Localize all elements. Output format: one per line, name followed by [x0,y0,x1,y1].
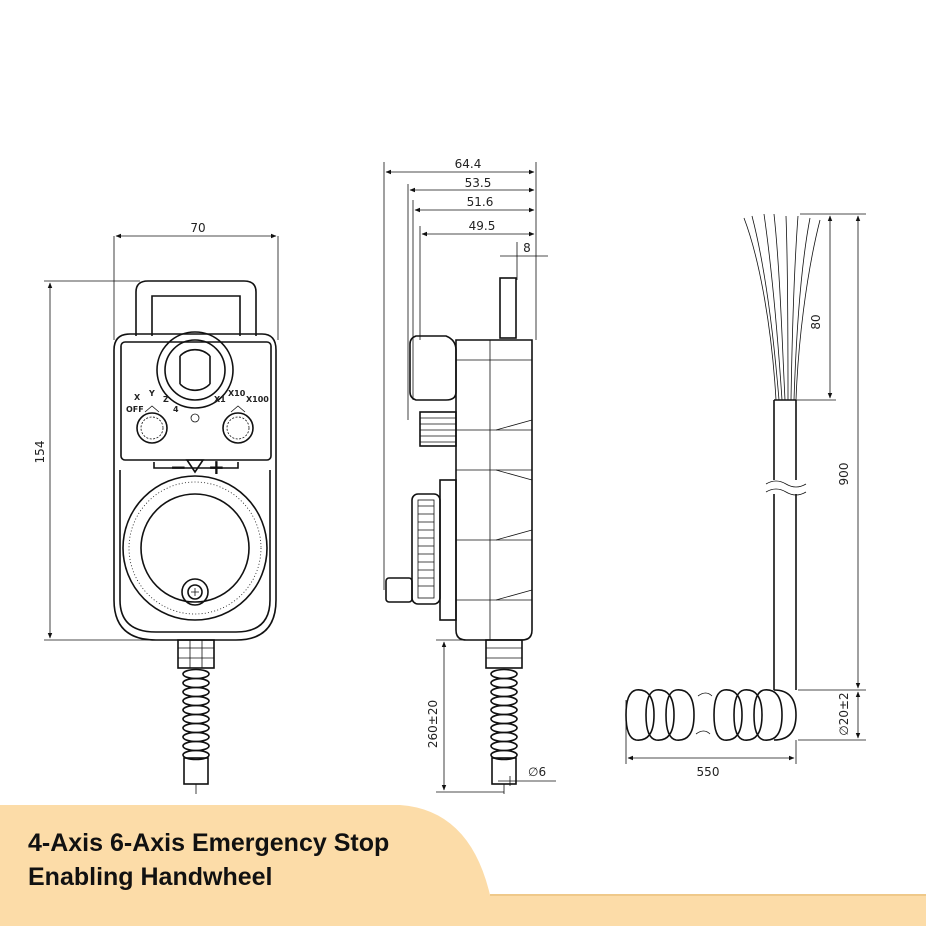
spring-coil [182,668,210,680]
coil-break-symbol [695,692,713,735]
product-title-line1: 4-Axis 6-Axis Emergency Stop [28,829,390,857]
side-handwheel [411,493,441,605]
spring-coil [182,731,210,743]
strain-relief-spring [182,668,210,761]
hanger-handle [135,280,257,336]
side-dim-64-4: 64.4 [455,157,482,171]
side-dim-8: 8 [523,241,531,255]
coil-end [773,689,797,741]
step-selector-knob[interactable] [222,405,254,444]
direction-arrow-icon [185,459,205,474]
cable-gland [177,639,215,669]
step-label-x100: X100 [246,395,269,404]
side-knob [419,411,457,447]
handwheel[interactable] [122,475,268,621]
spring-coil [490,668,518,680]
spring-coil [490,677,518,689]
side-cable-length: 260±20 [426,700,440,748]
coil-loop [753,689,783,741]
spring-coil [182,686,210,698]
coil-loop [733,689,763,741]
axis-label-4: 4 [173,405,179,414]
spring-coil [182,677,210,689]
pendant-body [113,333,277,641]
spring-coil [490,713,518,725]
side-view: 64.4 53.5 51.6 49.5 8 260±20 [383,157,556,794]
coiled-cable [625,689,797,741]
cable-end [183,757,209,785]
axis-label-off: OFF [126,405,144,414]
stripped-wires [743,213,821,401]
coil-loop [665,689,695,741]
handwheel-crank-knob[interactable] [181,578,209,606]
coil-strip-length: 80 [809,314,823,329]
coil-diameter: ∅20±2 [837,692,851,735]
spring-coil [182,740,210,752]
side-dim-53-5: 53.5 [465,176,492,190]
coil-total-length: 900 [837,463,851,486]
axis-label-z: Z [163,395,169,404]
step-label-x10: X10 [228,389,246,398]
coil-loop [645,689,675,741]
spring-coil [182,722,210,734]
side-dim-49-5: 49.5 [469,219,496,233]
spring-coil [182,749,210,761]
side-body [455,339,533,641]
spring-coil [182,695,210,707]
side-strain-relief-spring [490,668,518,761]
plus-symbol: + [208,455,225,479]
coil-loop [625,689,655,741]
spring-coil [490,731,518,743]
minus-symbol: − [170,455,187,479]
front-height-dim: 154 [33,441,47,464]
side-dim-51-6: 51.6 [467,195,494,209]
spring-coil [490,749,518,761]
spring-coil [490,695,518,707]
axis-selector-knob[interactable] [136,405,168,444]
front-width-dim: 70 [190,221,205,235]
indicator-led [190,413,200,423]
side-hanger [499,277,517,339]
title-banner [0,805,926,926]
axis-label-x: X [134,393,141,402]
side-crank [385,577,413,603]
product-title-line2: Enabling Handwheel [28,863,273,891]
product-title: 4-Axis 6-Axis Emergency Stop Enabling Ha… [28,826,389,894]
side-cable-diameter: ∅6 [528,765,546,779]
side-emergency-stop [409,335,457,401]
cable-break-symbol [765,480,807,496]
side-cable-gland [485,639,523,669]
spring-coil [490,740,518,752]
spring-coil [490,686,518,698]
coil-loop [713,689,743,741]
axis-label-y: Y [148,389,155,398]
step-label-x1: X1 [214,395,226,404]
straight-cable [773,400,797,690]
emergency-stop-button[interactable] [156,331,234,409]
spring-coil [182,713,210,725]
spring-coil [490,722,518,734]
spring-coil [182,704,210,716]
coil-length: 550 [697,765,720,779]
coil-view: 80 900 ∅20±2 550 [625,213,866,779]
front-view: 70 154 OFF X Y Z 4 [33,221,279,794]
spring-coil [490,704,518,716]
